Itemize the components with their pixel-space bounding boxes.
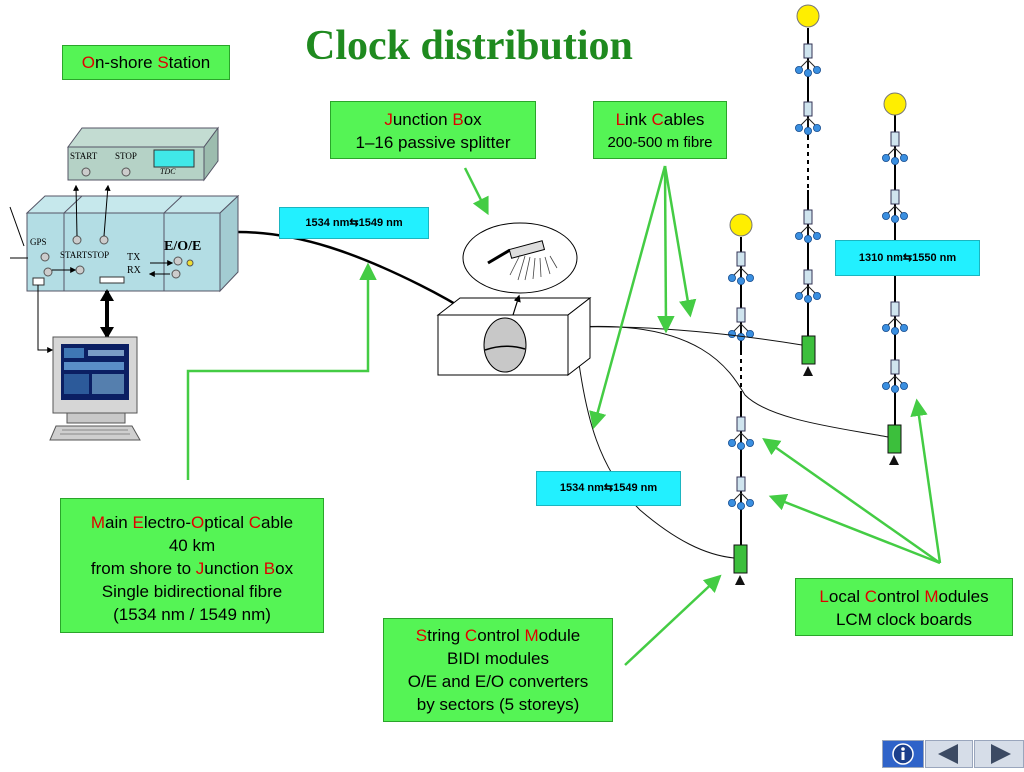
gps-label: GPS — [30, 237, 47, 247]
link-cables-label: Link Cables 200-500 m fibre — [593, 101, 727, 159]
wavelength-label-bottom: 1534 nm⇆1549 nm — [536, 471, 681, 506]
detector-line-1 — [794, 4, 822, 376]
bidirectional-link — [100, 289, 114, 339]
computer-icon — [49, 336, 141, 441]
string-control-module-label: String Control Module BIDI modules O/E a… — [383, 618, 613, 722]
rx-label: RX — [127, 265, 142, 276]
buoy-icon — [796, 4, 820, 28]
shore-station-rack: GPS STARTSTOP TX RX E/O/E — [9, 194, 240, 293]
tx-label: TX — [127, 252, 141, 263]
anchor-icon — [735, 575, 745, 585]
next-slide-button[interactable] — [974, 740, 1024, 768]
detector-line-3 — [727, 213, 755, 585]
tdc-start-label: START — [70, 151, 98, 161]
tdc-stop-label: STOP — [115, 151, 137, 161]
buoy-icon — [883, 92, 907, 116]
next-arrow-icon — [991, 744, 1011, 764]
main-cable-label: Main Electro-Optical Cable 40 km from sh… — [60, 498, 324, 633]
anchor-icon — [889, 455, 899, 465]
startstop-label: STARTSTOP — [60, 250, 109, 260]
onshore-station-label: On-shore Station — [62, 45, 230, 80]
buoy-icon — [729, 213, 753, 237]
info-button[interactable] — [882, 740, 924, 768]
splitter-detail — [462, 222, 578, 294]
eoe-label: E/O/E — [164, 239, 201, 254]
junction-box-label: Junction Box 1–16 passive splitter — [330, 101, 536, 159]
anchor-icon — [803, 366, 813, 376]
tdc-box: START STOP TDC — [67, 126, 219, 182]
prev-arrow-icon — [938, 744, 958, 764]
info-icon — [892, 743, 914, 765]
page-title: Clock distribution — [305, 23, 633, 69]
lcm-label: Local Control Modules LCM clock boards — [795, 578, 1013, 636]
previous-slide-button[interactable] — [925, 740, 973, 768]
junction-box — [436, 222, 592, 377]
string-control-module — [887, 424, 902, 454]
wavelength-label-top: 1534 nm⇆1549 nm — [279, 207, 429, 239]
string-control-module — [801, 335, 816, 365]
wavelength-label-right: 1310 nm⇆1550 nm — [835, 240, 980, 276]
tdc-label: TDC — [160, 167, 176, 176]
antenna-icon — [9, 206, 25, 247]
detector-line-2 — [881, 92, 909, 465]
string-control-module — [733, 544, 748, 574]
